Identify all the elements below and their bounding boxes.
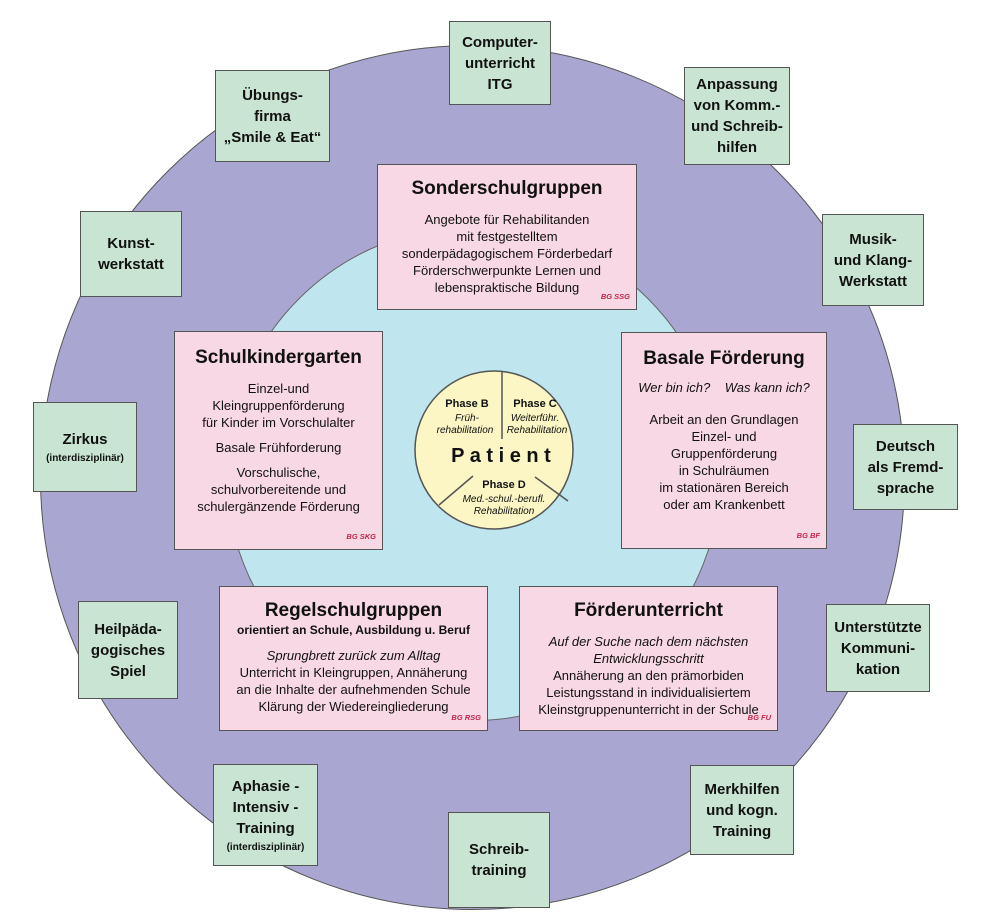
box-tag: BG SKG: [346, 532, 376, 541]
divider-line: [438, 475, 474, 506]
box-body: Annäherung an den prämorbiden Leistungss…: [538, 668, 759, 717]
phase-c-line2: Rehabilitation: [507, 425, 568, 436]
patient-label: P a t i e n t: [451, 445, 551, 467]
box-lead: Auf der Suche nach dem nächsten Entwickl…: [548, 634, 749, 666]
box-subtitle: orientiert an Schule, Ausbildung u. Beru…: [237, 623, 470, 637]
box-label: Kunst- werkstatt: [98, 235, 164, 273]
phase-b-line1: Früh-: [455, 413, 480, 424]
box-question-1: Wer bin ich?: [638, 380, 711, 395]
box-title: Basale Förderung: [643, 348, 805, 369]
phase-c-title: Phase C: [513, 398, 556, 410]
phase-d-line1: Med.-schul.-berufl.: [463, 494, 546, 505]
box-tag: BG RSG: [451, 713, 481, 722]
box-tag: BG BF: [796, 531, 820, 540]
patient-disc: [414, 370, 574, 530]
box-body: Arbeit an den Grundlagen Einzel- und Gru…: [649, 412, 799, 512]
box-tag: BG SSG: [600, 292, 630, 301]
box-schulkindergarten: Schulkindergarten Einzel-und Kleingruppe…: [174, 331, 383, 550]
box-sonderschulgruppen: Sonderschulgruppen Angebote für Rehabili…: [377, 164, 637, 310]
box-title: Regelschulgruppen: [264, 600, 443, 621]
box-title: Schulkindergarten: [195, 347, 362, 368]
box-body: Unterricht in Kleingruppen, Annäherung a…: [236, 665, 471, 714]
box-aphasie: Aphasie - Intensiv - Training (interdisz…: [213, 764, 318, 866]
box-anpassung: Anpassung von Komm.- und Schreib- hilfen: [684, 67, 790, 165]
box-uebungsfirma: Übungs- firma „Smile & Eat“: [215, 70, 330, 162]
box-foerderunterricht: Förderunterricht Auf der Suche nach dem …: [519, 586, 778, 731]
box-title: Sonderschulgruppen: [411, 178, 603, 199]
box-label: Anpassung von Komm.- und Schreib- hilfen: [691, 76, 783, 156]
box-title: Förderunterricht: [574, 600, 723, 621]
box-regelschulgruppen: Regelschulgruppen orientiert an Schule, …: [219, 586, 488, 731]
phase-c-line1: Weiterführ.: [511, 413, 559, 424]
phase-d-line2: Rehabilitation: [474, 506, 535, 517]
box-computerunterricht: Computer- unterricht ITG: [449, 21, 551, 105]
box-basale-foerderung: Basale Förderung Wer bin ich? Was kann i…: [621, 332, 827, 549]
box-label: Schreib- training: [468, 841, 529, 879]
box-schreibtraining: Schreib- training: [448, 812, 550, 908]
box-label: Unterstützte Kommuni- kation: [834, 618, 922, 678]
box-note: (interdisziplinär): [226, 842, 305, 853]
box-deutsch: Deutsch als Fremd- sprache: [853, 424, 958, 510]
phase-d-title: Phase D: [482, 479, 525, 491]
phase-b-line2: rehabilitation: [437, 425, 494, 436]
divider-line: [534, 476, 569, 502]
box-label: Deutsch als Fremd- sprache: [867, 437, 944, 497]
box-question-2: Was kann ich?: [724, 380, 810, 395]
box-label: Zirkus: [62, 431, 108, 448]
box-body-2: Basale Frühforderung: [215, 440, 342, 455]
box-unterstuetzte-kommunikation: Unterstützte Kommuni- kation: [826, 604, 930, 692]
patient-circle: Phase B Früh- rehabilitation Phase C Wei…: [414, 370, 574, 530]
box-note: (interdisziplinär): [46, 453, 124, 464]
box-label: Übungs- firma „Smile & Eat“: [223, 86, 322, 146]
phase-b-title: Phase B: [445, 398, 488, 410]
box-label: Heilpäda- gogisches Spiel: [90, 620, 166, 680]
box-kunstwerkstatt: Kunst- werkstatt: [80, 211, 182, 297]
box-zirkus: Zirkus (interdisziplinär): [33, 402, 137, 492]
box-body: Angebote für Rehabilitanden mit festgest…: [401, 212, 613, 295]
box-label: Merkhilfen und kogn. Training: [704, 780, 780, 840]
box-label: Musik- und Klang- Werkstatt: [833, 230, 913, 290]
box-label: Aphasie - Intensiv - Training: [231, 778, 300, 837]
box-lead: Sprungbrett zurück zum Alltag: [266, 648, 441, 663]
box-body-3: Vorschulische, schulvorbereitende und sc…: [197, 465, 360, 514]
box-merkhilfen: Merkhilfen und kogn. Training: [690, 765, 794, 855]
box-label: Computer- unterricht ITG: [462, 33, 538, 93]
box-heilpaedagogisches-spiel: Heilpäda- gogisches Spiel: [78, 601, 178, 699]
box-body-1: Einzel-und Kleingruppenförderung für Kin…: [202, 381, 355, 430]
box-tag: BG FU: [747, 713, 771, 722]
box-musik-klang: Musik- und Klang- Werkstatt: [822, 214, 924, 306]
